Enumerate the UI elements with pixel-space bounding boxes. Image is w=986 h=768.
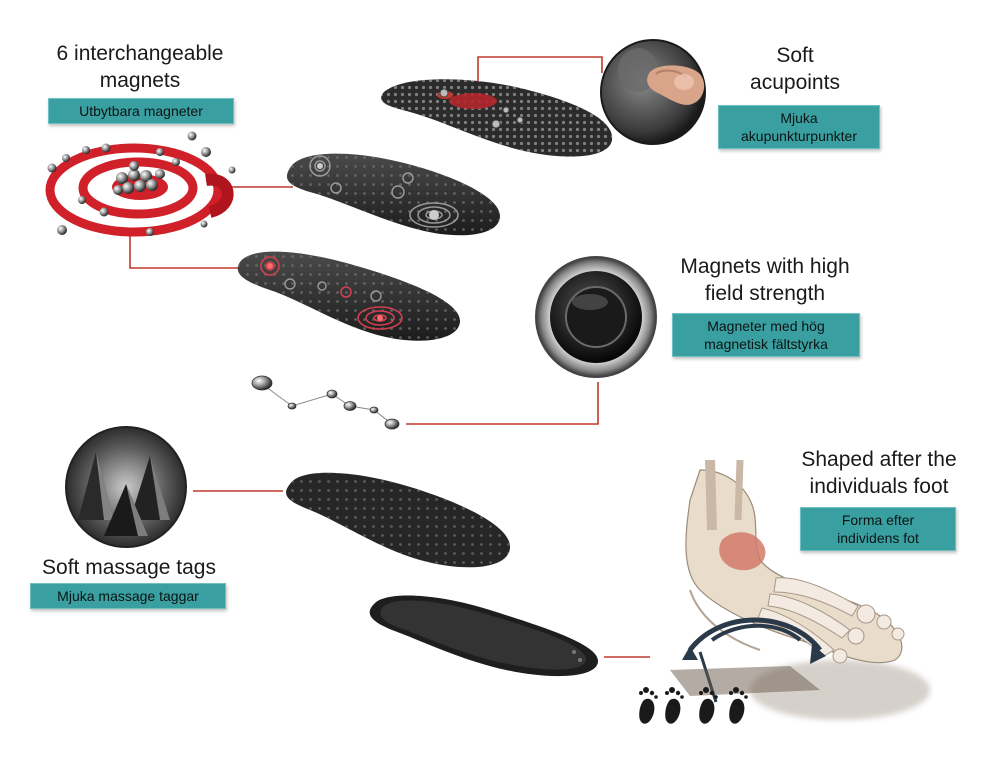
shaped-title-line2: individuals foot [809, 475, 949, 498]
high-field-tag-line2: magnetisk fältstyrka [704, 336, 828, 352]
magnets-title: 6 interchangeable magnets [40, 40, 240, 94]
magnet-button-icon [535, 256, 657, 378]
shaped-tag-line1: Forma efter [841, 512, 915, 528]
foot-skeleton-icon [670, 459, 930, 720]
acupoints-tag: Mjuka akupunkturpunkter [718, 105, 880, 149]
acupoints-tag-line1: Mjuka [780, 110, 818, 126]
high-field-title-line1: Magnets with high [680, 255, 850, 278]
shaped-tag: Forma efter individens fot [800, 507, 956, 551]
shaped-title-line1: Shaped after the [801, 448, 957, 471]
red-magnet-insole [237, 251, 461, 341]
magnet-ring-insole [286, 153, 500, 236]
massage-tags-tag: Mjuka massage taggar [30, 583, 226, 609]
acupoint-closeup-icon [600, 39, 706, 145]
acupoint-insole [381, 79, 613, 157]
magnets-tag: Utbytbara magneter [48, 98, 234, 124]
massage-tags-title: Soft massage tags [24, 554, 234, 581]
high-field-tag: Magneter med hög magnetisk fältstyrka [672, 313, 860, 357]
high-field-title-line2: field strength [704, 282, 826, 305]
massage-insole [286, 472, 511, 568]
connector-lines [129, 56, 650, 658]
magnets-title-line1: 6 interchangeable [56, 42, 224, 65]
high-field-title: Magnets with high field strength [660, 253, 870, 307]
high-field-tag-line1: Magneter med hög [707, 318, 825, 334]
shaped-title: Shaped after the individuals foot [782, 446, 976, 500]
massage-spike-icon [65, 426, 187, 548]
base-insole [369, 595, 599, 677]
magnet-chain [251, 375, 400, 430]
magnets-title-line2: magnets [99, 69, 181, 92]
magnet-target-icon [45, 131, 236, 237]
footprint-icon [639, 687, 748, 724]
massage-tags-title-text: Soft massage tags [42, 556, 216, 579]
acupoints-title: Soft acupoints [740, 42, 850, 96]
acupoints-title-line2: acupoints [750, 71, 840, 94]
shaped-tag-line2: individens fot [837, 530, 919, 546]
acupoints-title-line1: Soft [776, 44, 814, 67]
acupoints-tag-line2: akupunkturpunkter [741, 128, 857, 144]
